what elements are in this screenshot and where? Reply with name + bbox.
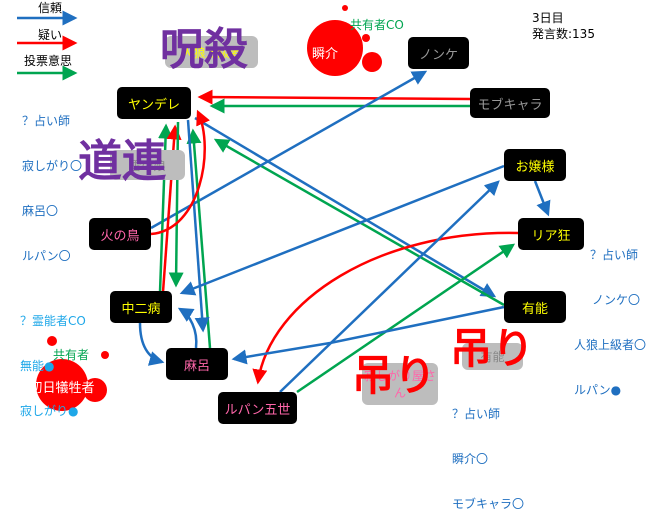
note-line: ルパン〇 [22,249,71,263]
note-line: ？占い師 [22,114,71,128]
legend-trust-label: 信頼 [38,1,63,15]
note-line: ルパン● [574,383,622,397]
node-chuunibyou[interactable]: 中二病 [110,291,172,323]
node-ojousama[interactable]: お嬢様 [504,149,566,181]
note-right: ？占い師 ノンケ〇 人狼上級者〇 ルパン● [574,218,646,413]
legend-doubt-label: 疑い [38,28,63,42]
node-first-victim[interactable]: 初日犠牲者 [29,381,95,396]
dead-capable: 有能 [462,343,523,370]
blood-splatter [36,5,382,411]
node-hinotori[interactable]: 火の鳥 [89,218,151,250]
note-left-mid: ？霊能者CO 無能● 寂しがり● [20,284,86,434]
relationship-arrows [17,5,551,411]
note-line: ？占い師 [452,407,501,421]
node-shunsuke[interactable]: 瞬介 [311,46,338,62]
sharer-co-label: 共有者CO [350,18,404,32]
dead-snow-girl: 雪の娘 [110,150,185,180]
legend-vote-label: 投票意思 [24,54,73,68]
note-line: 寂しがり● [20,404,79,418]
note-line: 寂しがり〇 [22,159,83,173]
note-left-top: ？占い師 寂しがり〇 麻呂〇 ルパン〇 [22,84,82,279]
note-line: 麻呂〇 [22,204,59,218]
note-line: ？霊能者CO [20,314,86,328]
node-nonke[interactable]: ノンケ [408,37,469,69]
node-maro[interactable]: 麻呂 [166,348,228,380]
node-yuunou[interactable]: 有能 [504,291,566,323]
note-line: 瞬介〇 [452,452,489,466]
note-line: モブキャラ〇 [452,497,525,511]
speech-count: 発言数:135 [532,27,595,41]
node-lupin[interactable]: ルパン五世 [218,392,297,424]
cursed-label: 呪殺 [160,24,248,75]
node-riakyou[interactable]: リア狂 [518,218,584,250]
node-yandere[interactable]: ヤンデレ [117,87,191,119]
note-line: 人狼上級者〇 [574,338,647,352]
day-label: 3日目 [532,11,564,25]
dead-werewolf-elite: 人狼上級者 [165,36,258,68]
sharer-label: 共有者 [53,348,90,362]
status-panel: 3日目 発言数:135 [532,10,595,42]
note-bottom: ？占い師 瞬介〇 モブキャラ〇 [452,377,524,527]
companion-label: 道連 [78,136,166,187]
hang-label-2: 吊り [450,324,535,373]
dead-lonely: 寂しがり屋さん [362,363,438,405]
note-line: ？占い師 [590,248,639,262]
note-line: ノンケ〇 [592,293,641,307]
node-mob[interactable]: モブキャラ [470,88,550,118]
hang-label-1: 吊り [352,351,437,400]
note-line: 無能● [20,359,55,373]
